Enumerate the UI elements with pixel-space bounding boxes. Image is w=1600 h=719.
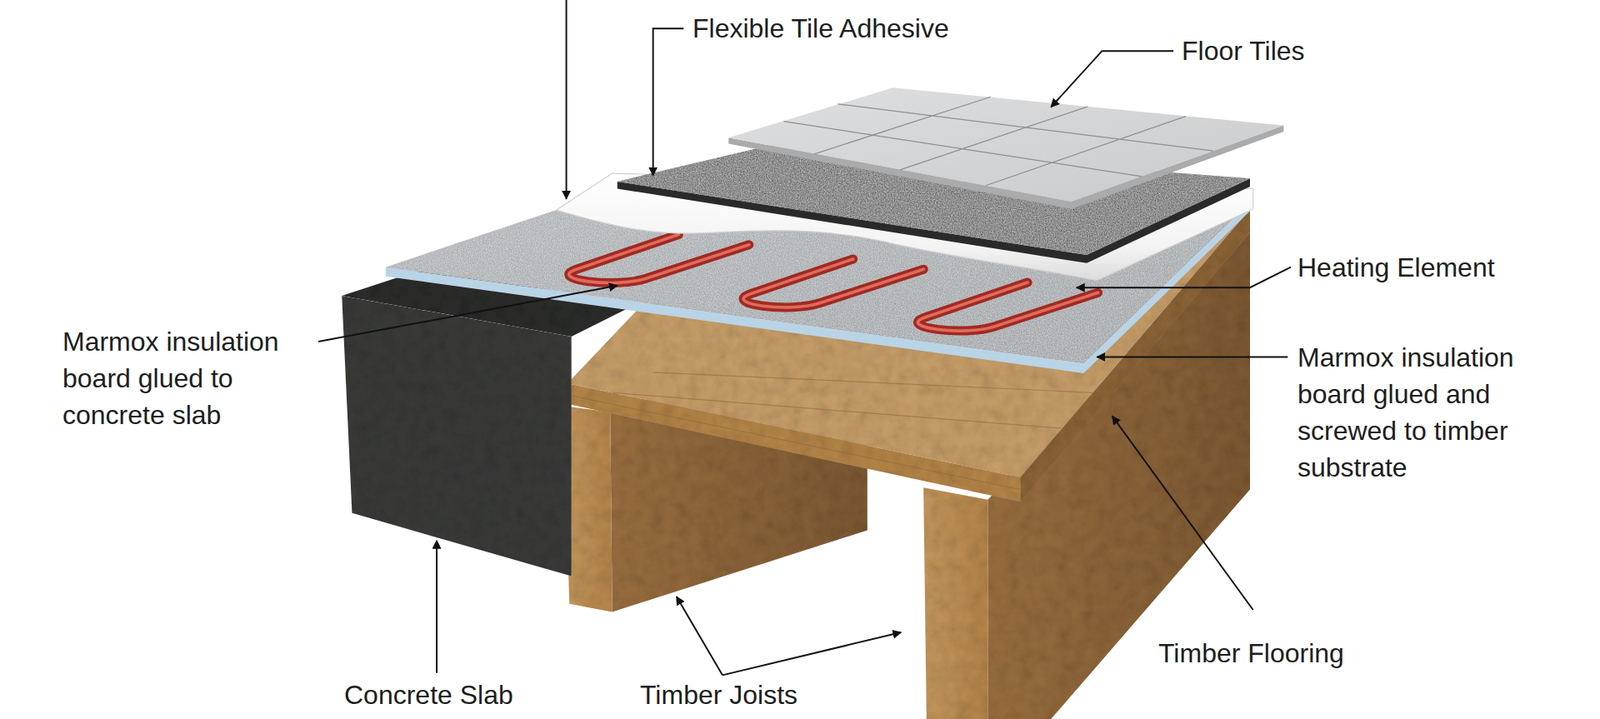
part-label: Heating Element bbox=[1297, 249, 1495, 286]
part-label: Timber Flooring bbox=[1158, 635, 1345, 672]
part-label: Timber Joists bbox=[640, 676, 798, 714]
concrete-slab bbox=[341, 295, 572, 577]
part-label: Concrete Slab bbox=[344, 676, 514, 714]
leader-lines bbox=[318, 0, 1291, 675]
joist-end bbox=[923, 487, 988, 719]
plank-lines bbox=[571, 372, 1092, 490]
floor-tiles bbox=[728, 87, 1284, 202]
part-label: Marmox insulation board glued to concret… bbox=[62, 323, 296, 434]
part-label: Flexible Tile Adhesive bbox=[692, 10, 950, 47]
part-label: Marmox insulation board glued and screwe… bbox=[1297, 339, 1540, 486]
part-label: Floor Tiles bbox=[1181, 32, 1305, 70]
tile-grout bbox=[783, 96, 1214, 185]
